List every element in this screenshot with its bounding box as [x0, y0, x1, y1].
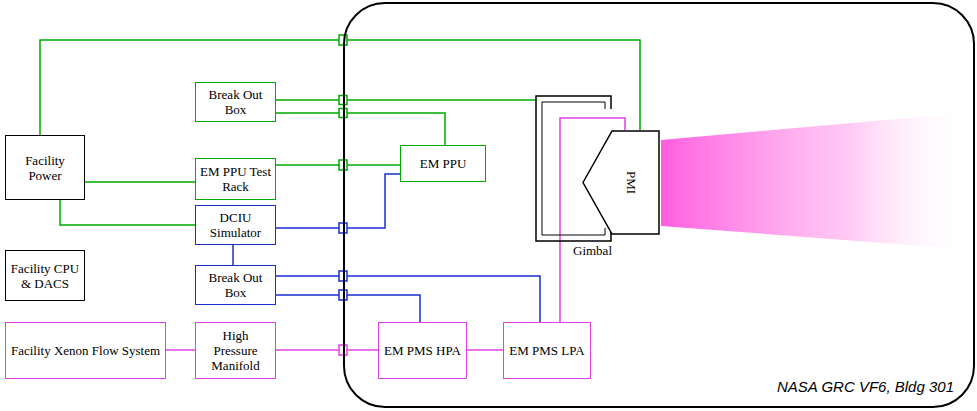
connector-line [276, 174, 400, 228]
gimbal-mount: PMIGimbal [535, 95, 612, 258]
thruster-shape: PMI [582, 130, 660, 235]
thruster-plume [661, 112, 975, 250]
connector-line [60, 200, 195, 225]
node-label: NASA GRC VF6, Bldg 301 [774, 378, 957, 396]
node-label: High Pressure Manifold [196, 328, 275, 373]
breakout-box: Break Out Box [195, 82, 276, 122]
manifold-box: High Pressure Manifold [195, 322, 276, 379]
connector-line [276, 276, 540, 322]
node-label: Facility Xenon Flow System [8, 343, 163, 358]
node-label: DCIU Simulator [196, 210, 275, 240]
node-label: Gimbal [573, 243, 612, 258]
connector-line [467, 349, 503, 351]
connector-line [85, 181, 195, 183]
node-label: Break Out Box [196, 87, 275, 117]
test-rack-box: EM PPU Test Rack [195, 158, 276, 200]
node-label: EM PPU [417, 156, 470, 171]
connector-line [40, 40, 640, 135]
connector-line [232, 245, 234, 265]
ppu-box: EM PPU [400, 145, 486, 182]
node-label: Facility Power [6, 153, 84, 183]
node-label: Break Out Box [196, 270, 275, 300]
connector-line [276, 349, 378, 351]
simulator-box: DCIU Simulator [195, 205, 276, 245]
facility-box: Facility CPU & DACS [5, 250, 85, 301]
connector-line [276, 113, 445, 145]
thruster-body [583, 131, 659, 234]
pms-box: EM PMS LPA [503, 322, 591, 379]
connector-line [276, 164, 400, 166]
connector-line [276, 295, 420, 322]
node-label: EM PMS LPA [506, 343, 587, 358]
node-label: Facility CPU & DACS [6, 261, 84, 291]
facility-box: Facility Xenon Flow System [5, 322, 166, 379]
node-label: EM PMS HPA [381, 343, 464, 358]
pms-box: EM PMS HPA [378, 322, 467, 379]
facility-box: Facility Power [5, 135, 85, 200]
node-label: EM PPU Test Rack [196, 164, 275, 194]
thruster-outline [582, 130, 660, 235]
connector-line [166, 349, 195, 351]
vacuum-chamber: EM PPUPMIGimbalEM PMS HPAEM PMS LPANASA … [343, 2, 975, 408]
breakout-box: Break Out Box [195, 265, 276, 305]
connector-line [276, 99, 535, 101]
node-label: PMI [625, 171, 640, 194]
